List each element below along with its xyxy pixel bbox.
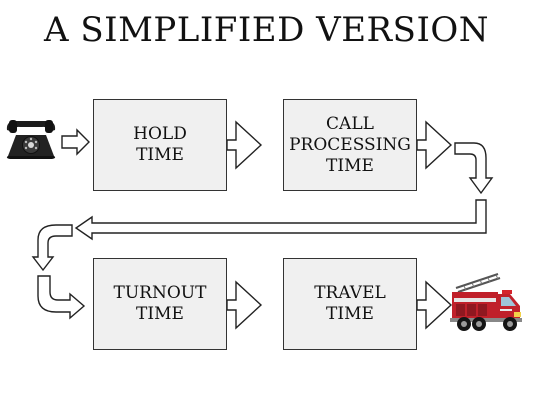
call-processing-time-box: CALL PROCESSING TIME: [283, 99, 417, 191]
arrow-call-out: [416, 120, 453, 170]
travel-time-box: TRAVEL TIME: [283, 258, 417, 350]
arrow-curve-down-left: [31, 224, 73, 272]
fire-truck-icon: [450, 273, 522, 331]
turnout-time-label: TURNOUT TIME: [113, 283, 207, 324]
arrow-phone-to-hold: [61, 128, 90, 156]
hold-time-box: HOLD TIME: [93, 99, 227, 191]
arrow-curve-down-right: [454, 142, 494, 195]
arrow-curve-into-turnout: [37, 275, 86, 320]
travel-time-label: TRAVEL TIME: [314, 283, 386, 324]
arrow-hold-to-call: [226, 120, 263, 170]
slide-title: A SIMPLIFIED VERSION: [43, 10, 489, 50]
arrow-travel-to-truck: [416, 280, 453, 330]
call-processing-time-label: CALL PROCESSING TIME: [289, 113, 411, 176]
hold-time-label: HOLD TIME: [133, 124, 187, 165]
telephone-icon: [6, 120, 56, 159]
arrow-turnout-to-travel: [226, 280, 263, 330]
arrow-long-left: [74, 199, 487, 241]
turnout-time-box: TURNOUT TIME: [93, 258, 227, 350]
